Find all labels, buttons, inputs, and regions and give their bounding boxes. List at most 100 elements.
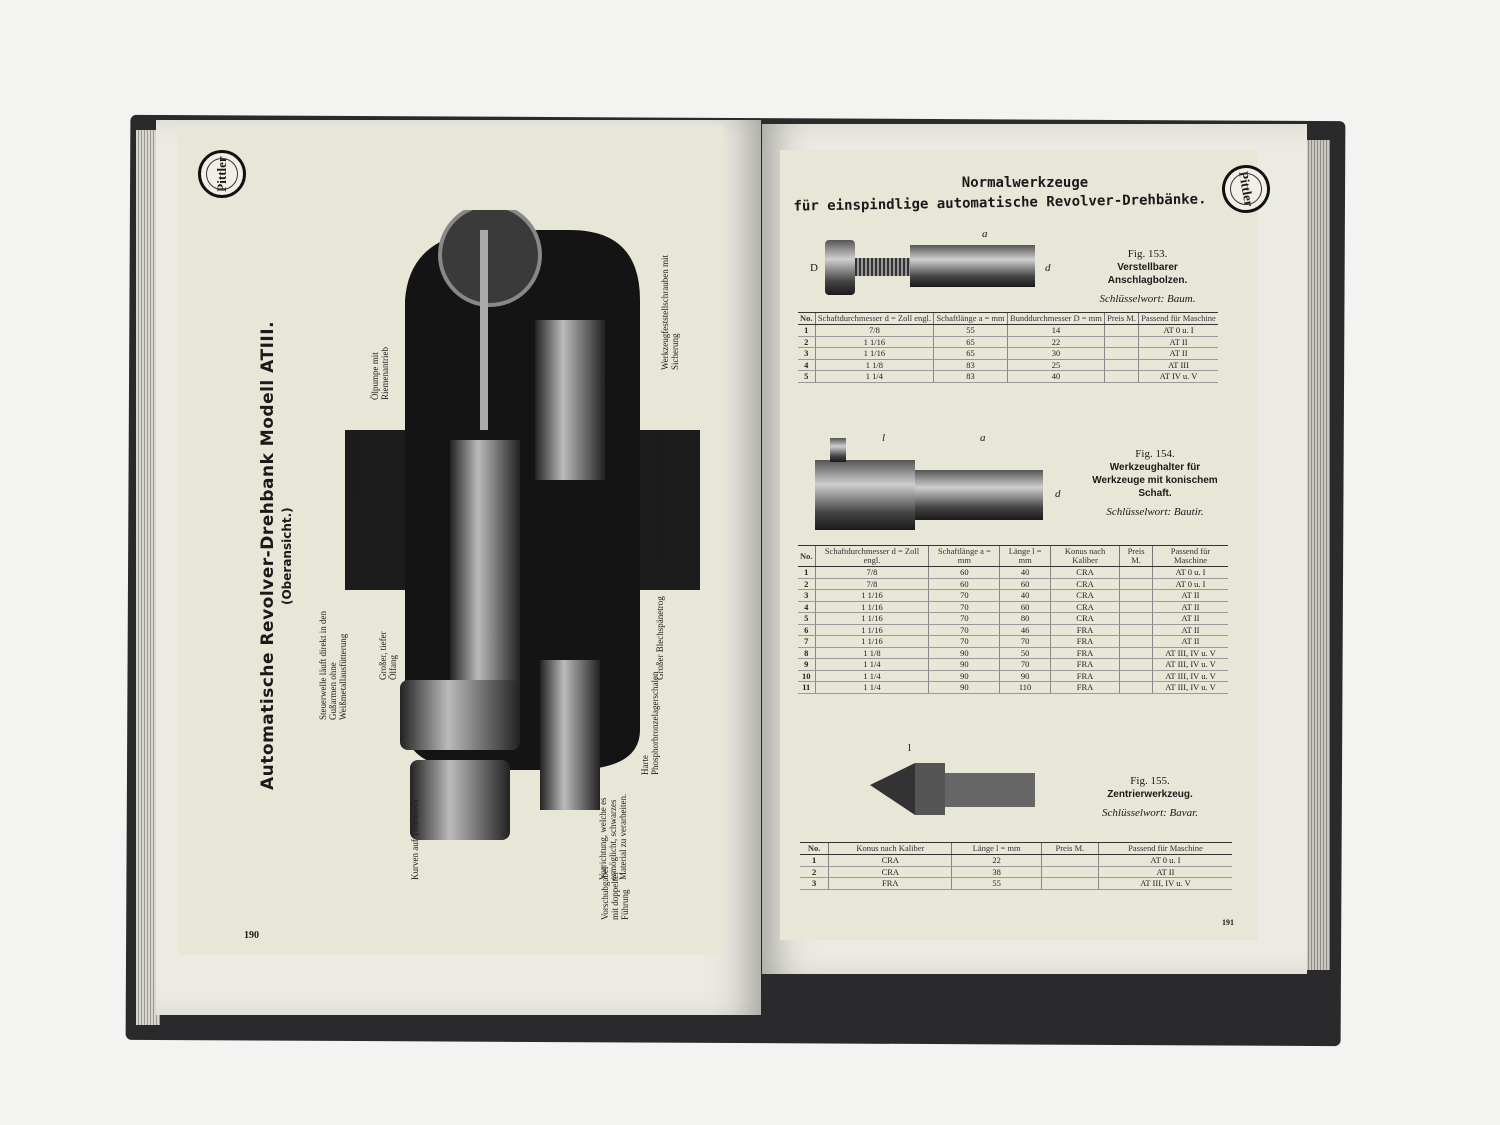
table-cell bbox=[1104, 370, 1139, 383]
col-header: Passend für Maschine bbox=[1097, 842, 1232, 855]
table-cell: 1 bbox=[800, 854, 829, 867]
table-cell: AT III, IV u. V bbox=[1151, 681, 1228, 694]
table-cell: AT II bbox=[1097, 866, 1232, 878]
table-fig154: No. Schaftdurchmesser d = Zoll engl. Sch… bbox=[798, 545, 1228, 694]
col-header: Passend für Maschine bbox=[1138, 312, 1218, 325]
pittler-logo: Pittler bbox=[198, 150, 246, 198]
table-cell: 11 bbox=[798, 681, 816, 694]
table-cell: AT 0 u. I bbox=[1151, 578, 1228, 590]
col-header: Länge l = mm bbox=[999, 545, 1051, 567]
table-cell: 90 bbox=[928, 670, 1000, 682]
tool-head bbox=[915, 763, 945, 815]
table-cell: CRA bbox=[1049, 612, 1120, 625]
dim-l: l bbox=[882, 432, 886, 444]
fig-number: Fig. 154. bbox=[1135, 448, 1175, 460]
col-header: No. bbox=[800, 842, 829, 855]
col-header: Länge l = mm bbox=[951, 842, 1042, 855]
label-oelfang: Großer, tiefer Ölfang bbox=[378, 631, 398, 680]
table-fig155: No. Konus nach Kaliber Länge l = mm Prei… bbox=[800, 842, 1232, 890]
table-cell: 1 1/16 bbox=[814, 589, 929, 602]
table-cell bbox=[1119, 612, 1153, 625]
logo-text: Pittler bbox=[214, 156, 229, 192]
table-cell bbox=[1104, 347, 1139, 360]
col-header: Schaftlänge a = mm bbox=[933, 312, 1008, 325]
table-cell: 70 bbox=[928, 589, 1000, 602]
dim-d: d bbox=[1055, 488, 1061, 500]
table-cell: 1 1/16 bbox=[814, 601, 929, 613]
drum-cam-lower bbox=[410, 760, 510, 840]
page-number-left: 190 bbox=[244, 930, 259, 941]
table-cell: 83 bbox=[933, 359, 1008, 371]
table-cell: 22 bbox=[1006, 336, 1105, 348]
table-cell: 7 bbox=[798, 635, 816, 648]
table-cell bbox=[1104, 336, 1139, 348]
table-cell: 40 bbox=[999, 566, 1051, 579]
table-cell: 1 1/4 bbox=[814, 370, 934, 383]
table-cell: 65 bbox=[933, 347, 1008, 360]
werkzeughalter-shaft bbox=[915, 470, 1043, 520]
col-header: Bunddurchmesser D = mm bbox=[1006, 312, 1105, 325]
table-cell: FRA bbox=[1049, 670, 1120, 682]
table-cell: FRA bbox=[828, 877, 952, 890]
label-spritzblech: Großes Spritzblech bbox=[350, 430, 360, 500]
table-cell: FRA bbox=[1049, 681, 1120, 694]
table-cell: 70 bbox=[999, 658, 1051, 671]
spindle bbox=[535, 320, 605, 480]
label-oelpumpe: Ölpumpe mit Riemenantrieb bbox=[370, 347, 390, 400]
table-cell: CRA bbox=[1049, 566, 1120, 579]
table-cell: 1 1/16 bbox=[814, 347, 934, 360]
table-cell: CRA bbox=[1049, 578, 1120, 590]
lathe-illustration bbox=[345, 210, 700, 840]
label-quersupport: Geteilter und schräger Quersupport bbox=[655, 432, 665, 560]
col-header: Schaftlänge a = mm bbox=[928, 545, 1000, 567]
table-cell: 1 1/16 bbox=[814, 624, 929, 636]
table-cell: 22 bbox=[951, 854, 1042, 867]
table-cell: 40 bbox=[999, 589, 1051, 602]
table-cell: 80 bbox=[999, 612, 1051, 625]
table-cell bbox=[1119, 658, 1153, 671]
table-cell: 3 bbox=[798, 347, 816, 360]
table-cell: 90 bbox=[999, 670, 1051, 682]
table-cell: 70 bbox=[928, 624, 1000, 636]
table-fig153: No. Schaftdurchmesser d = Zoll engl. Sch… bbox=[798, 312, 1218, 383]
table-cell bbox=[1119, 624, 1153, 636]
table-cell: 70 bbox=[928, 601, 1000, 613]
table-cell bbox=[1104, 359, 1139, 371]
page-subtitle: (Oberansicht.) bbox=[280, 507, 294, 605]
table-cell: 70 bbox=[928, 612, 1000, 625]
table-cell bbox=[1040, 866, 1099, 878]
shaft bbox=[450, 440, 520, 700]
fig-name: Verstellbarer Anschlagbolzen. bbox=[1107, 262, 1188, 286]
fig-number: Fig. 153. bbox=[1127, 248, 1168, 260]
table-cell: CRA bbox=[1049, 601, 1120, 613]
zentrierwerkzeug-illustration bbox=[870, 763, 1035, 815]
fig-key: Schlüsselwort: Bautir. bbox=[1106, 506, 1204, 518]
fig155-caption: Fig. 155. Zentrierwerkzeug. Schlüsselwor… bbox=[1085, 775, 1215, 820]
table-cell: 46 bbox=[999, 624, 1051, 636]
dim-a: a bbox=[980, 432, 986, 444]
heading-normalwerkzeuge: Normalwerkzeuge bbox=[961, 175, 1089, 191]
table-cell: AT 0 u. I bbox=[1097, 854, 1232, 867]
table-cell: 90 bbox=[928, 681, 1000, 694]
table-cell: AT III bbox=[1138, 359, 1218, 371]
table-cell: AT II bbox=[1151, 601, 1228, 613]
table-cell: 90 bbox=[928, 658, 1000, 671]
table-cell: 83 bbox=[933, 370, 1008, 383]
table-cell: 40 bbox=[1006, 370, 1105, 383]
table-cell bbox=[1119, 681, 1153, 694]
table-cell: 25 bbox=[1006, 359, 1105, 371]
table-cell: 2 bbox=[798, 578, 816, 590]
table-cell: 60 bbox=[928, 578, 1000, 590]
table-cell: AT II bbox=[1151, 624, 1228, 636]
table-cell bbox=[1119, 670, 1153, 682]
table-cell: 2 bbox=[800, 866, 829, 878]
tool-spindle bbox=[540, 660, 600, 810]
table-cell: 1 1/8 bbox=[814, 359, 934, 371]
